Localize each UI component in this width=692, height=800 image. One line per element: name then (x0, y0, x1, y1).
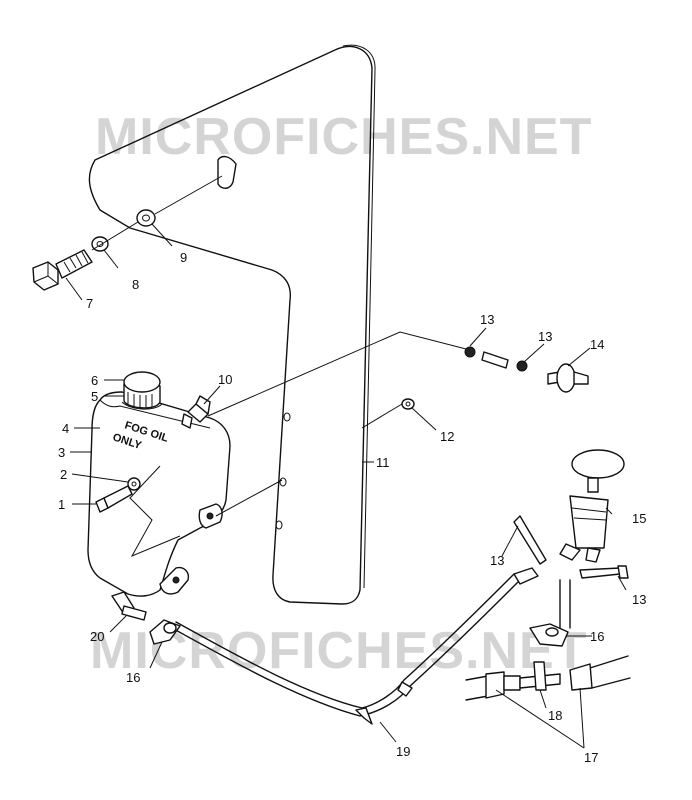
elbow-20 (111, 591, 147, 621)
callout-13-c: 13 (490, 553, 504, 568)
callout-20: 20 (90, 629, 104, 644)
callout-7: 7 (86, 296, 93, 311)
callout-4: 4 (62, 421, 69, 436)
callout-18: 18 (548, 708, 562, 723)
callout-1: 1 (58, 497, 65, 512)
tee-18 (519, 661, 561, 691)
callout-17: 17 (584, 750, 598, 765)
fitting-13-top-a (464, 346, 476, 358)
callout-19: 19 (396, 744, 410, 759)
fitting-13-right-elbow (579, 565, 629, 579)
filler-cap (121, 371, 163, 410)
leader-lines (65, 223, 627, 749)
callout-13-d: 13 (632, 592, 646, 607)
bolt-7 (32, 249, 93, 291)
callout-13-b: 13 (538, 329, 552, 344)
callout-9: 9 (180, 250, 187, 265)
callout-8: 8 (132, 277, 139, 292)
fitting-13-left-tube (513, 515, 547, 565)
nut-12 (401, 398, 415, 410)
callout-numbers: 1 2 3 4 5 6 7 8 9 10 11 12 13 13 14 15 1… (58, 250, 646, 765)
nut-line (361, 403, 403, 429)
filter-14 (547, 363, 589, 393)
tube-right (559, 579, 571, 629)
callout-15: 15 (632, 511, 646, 526)
bolt-axis-line (91, 175, 223, 251)
callout-12: 12 (440, 429, 454, 444)
screw-1 (95, 485, 133, 513)
washer-2 (127, 477, 141, 491)
callout-14: 14 (590, 337, 604, 352)
callout-13-a: 13 (480, 312, 494, 327)
pump-15 (559, 449, 625, 563)
hose-19 (171, 567, 539, 725)
mounting-plate (88, 44, 376, 605)
callout-5: 5 (91, 389, 98, 404)
callout-3: 3 (58, 445, 65, 460)
vent-line (207, 331, 471, 417)
clamp-16-right (529, 623, 569, 647)
callout-16-b: 16 (590, 629, 604, 644)
callout-2: 2 (60, 467, 67, 482)
washer-9 (136, 209, 156, 227)
fuel-line-17 (465, 655, 631, 701)
fitting-13-top-b (516, 360, 528, 372)
callout-10: 10 (218, 372, 232, 387)
callout-6: 6 (91, 373, 98, 388)
watermark-top: MICROFICHES.NET (95, 108, 592, 166)
fitting-13-top-tube (481, 351, 509, 369)
callout-11: 11 (376, 455, 390, 470)
mount-line (215, 479, 283, 517)
clamp-16-left (149, 619, 181, 645)
oil-tank: FOG OIL ONLY (87, 391, 231, 597)
callout-16-a: 16 (126, 670, 140, 685)
